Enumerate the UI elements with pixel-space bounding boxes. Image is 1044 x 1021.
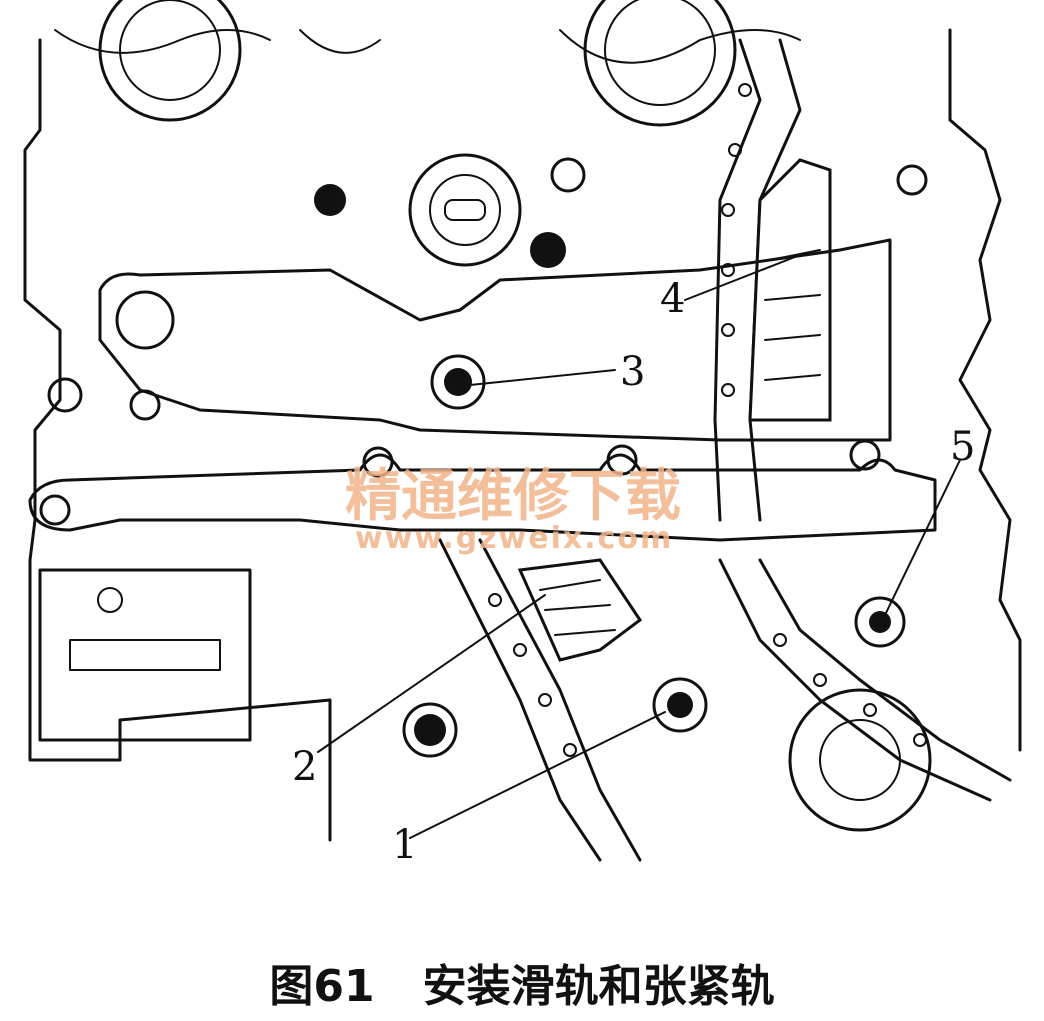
callout-3: 3 <box>620 349 645 395</box>
camshaft-sprocket-left <box>98 0 242 122</box>
callout-1: 1 <box>392 822 417 868</box>
guide-rail-4 <box>748 158 832 422</box>
callout-4: 4 <box>660 276 685 322</box>
left-housing <box>38 568 252 742</box>
bolt-3 <box>430 354 486 410</box>
guide-rail-2 <box>517 558 643 662</box>
bolt-1 <box>652 677 708 733</box>
callout-5: 5 <box>950 424 975 470</box>
figure-title: 安装滑轨和张紧轨 <box>422 961 775 1012</box>
lower-cover-frame <box>28 439 937 542</box>
bolt-5 <box>854 596 906 648</box>
engine-timing-diagram: 精通维修下载 www.gzweix.com 1 2 3 4 5 <box>23 0 1022 868</box>
watermark-text: 精通维修下载 <box>345 464 681 529</box>
bolt-lower-left <box>402 702 458 758</box>
callout-1-leader <box>409 711 666 839</box>
upper-cover-frame <box>47 164 928 442</box>
cam-phaser-solenoid <box>314 153 586 268</box>
camshaft-sprocket-right <box>583 0 737 127</box>
callout-4-leader <box>684 254 801 301</box>
crank-sprocket <box>788 688 932 832</box>
watermark-url: www.gzweix.com <box>355 521 673 556</box>
callouts: 1 2 3 4 5 <box>292 254 975 868</box>
callout-2: 2 <box>292 744 317 790</box>
callout-2-leader <box>317 594 546 753</box>
timing-chain-lower <box>438 538 1012 862</box>
figure-number: 图61 <box>269 961 375 1012</box>
callout-5-leader <box>884 459 961 616</box>
engine-block-outline <box>23 28 1022 842</box>
figure-caption: 图61 安装滑轨和张紧轨 <box>0 950 1044 1014</box>
watermark: 精通维修下载 www.gzweix.com <box>345 464 681 556</box>
callout-3-leader <box>469 369 616 386</box>
